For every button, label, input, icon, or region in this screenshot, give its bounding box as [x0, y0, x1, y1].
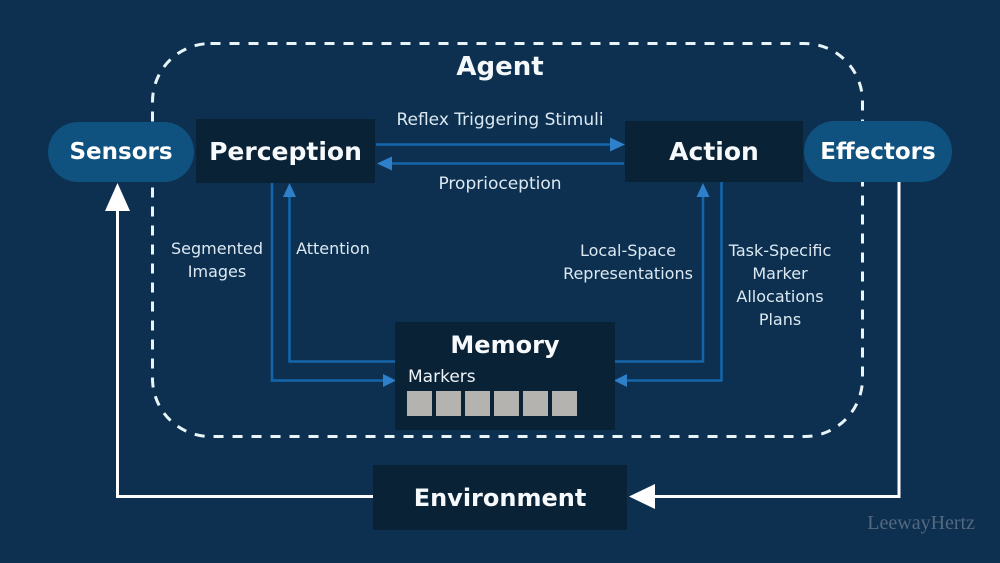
environment-to-sensors-arrowhead-up-icon: [105, 183, 130, 211]
local-space-arrowhead-up-icon: [696, 183, 710, 197]
marker-cell: [407, 391, 432, 416]
node-sensors: Sensors: [48, 122, 194, 182]
attention-arrow: [283, 183, 395, 363]
node-perception: Perception: [196, 119, 375, 183]
marker-cell: [523, 391, 548, 416]
marker-cell: [465, 391, 490, 416]
task-specific-arrow: [614, 182, 723, 387]
attention-arrow-line: [288, 196, 395, 363]
perception-label: Perception: [209, 136, 362, 166]
agent-title: Agent: [456, 52, 544, 82]
reflex-edge-label: Reflex Triggering Stimuli: [396, 110, 604, 130]
node-action: Action: [625, 121, 803, 182]
reflex-arrow: [376, 137, 625, 152]
proprioception-edge-label: Proprioception: [438, 174, 562, 194]
environment-to-sensors-arrow: [105, 183, 373, 498]
node-memory: Memory Markers: [395, 322, 615, 430]
marker-cell: [436, 391, 461, 416]
task-specific-arrow-line: [626, 182, 723, 382]
attention-arrowhead-up-icon: [283, 183, 296, 197]
proprioception-arrow: [377, 156, 624, 171]
task-specific-edge-label: Task-Specific Marker Allocations Plans: [728, 241, 832, 329]
watermark-text: LeewayHertz: [867, 512, 975, 534]
environment-to-sensors-line: [116, 208, 373, 498]
segmented-images-arrow: [270, 183, 396, 387]
environment-label: Environment: [413, 483, 587, 512]
effectors-to-environment-arrowhead-left-icon: [629, 484, 655, 509]
segmented-images-arrow-line: [270, 183, 384, 382]
marker-cell: [552, 391, 577, 416]
local-space-edge-label: Local-Space Representations: [563, 241, 693, 283]
memory-label: Memory: [450, 331, 560, 359]
reflex-arrowhead-right-icon: [610, 137, 625, 152]
action-label: Action: [669, 137, 759, 166]
marker-cell: [494, 391, 519, 416]
markers-label: Markers: [408, 367, 476, 387]
effectors-to-environment-arrow: [629, 182, 901, 509]
effectors-label: Effectors: [820, 138, 936, 165]
segmented-images-arrowhead-right-icon: [383, 374, 396, 387]
agent-dashed-boundary: [151, 42, 864, 438]
effectors-to-environment-line: [653, 182, 901, 498]
sensors-label: Sensors: [69, 139, 173, 165]
local-space-arrow-line: [615, 196, 705, 363]
attention-edge-label: Attention: [296, 239, 370, 258]
node-effectors: Effectors: [804, 121, 952, 182]
proprioception-arrowhead-left-icon: [377, 156, 392, 171]
segmented-images-edge-label: Segmented Images: [171, 239, 263, 281]
memory-marker-cells: [407, 391, 615, 416]
node-environment: Environment: [373, 465, 627, 530]
task-specific-arrowhead-left-icon: [614, 374, 627, 387]
local-space-arrow: [615, 183, 710, 363]
